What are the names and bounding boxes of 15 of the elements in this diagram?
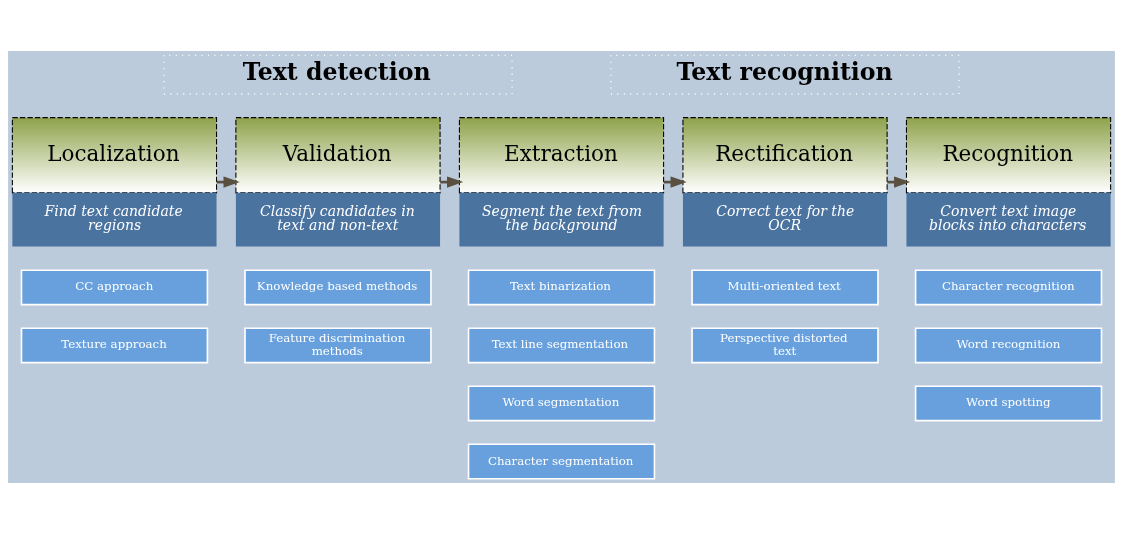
node-box: CC approach	[20, 268, 209, 305]
node-box: Character recognition	[914, 268, 1103, 305]
node-box: Text detection	[163, 54, 513, 95]
node-box: Text binarization	[467, 268, 656, 305]
node-box: Perspective distorted text	[691, 326, 879, 363]
node-box: Feature discrimination methods	[244, 326, 432, 363]
node-box: Word spotting	[914, 384, 1103, 421]
node-box: Character segmentation	[467, 443, 656, 479]
node-box: Word segmentation	[467, 384, 656, 421]
node-box: Multi-oriented text	[691, 268, 879, 305]
node-box: Word recognition	[914, 326, 1103, 363]
node-box: Text line segmentation	[467, 326, 656, 363]
node-box: Texture approach	[20, 326, 209, 363]
node-box: Text recognition	[610, 54, 960, 95]
node-box: Knowledge based methods	[244, 268, 432, 305]
